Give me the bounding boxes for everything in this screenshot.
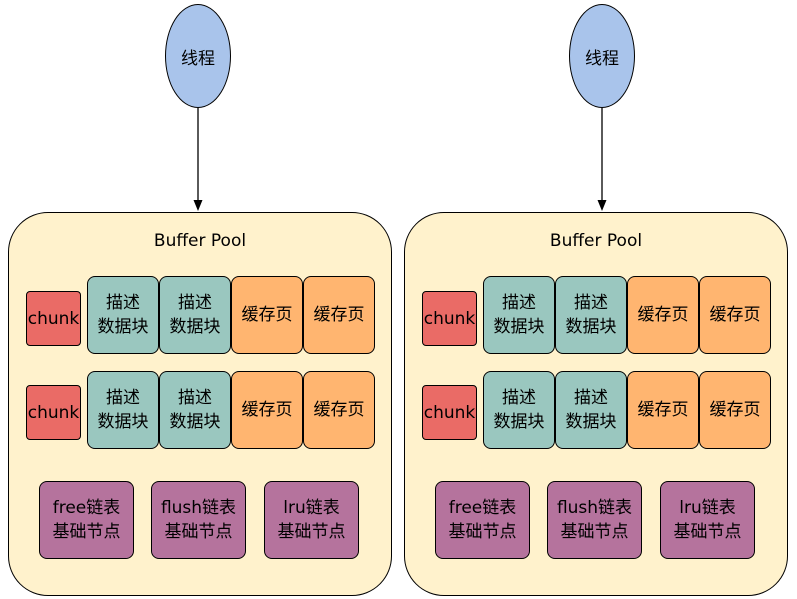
desc-label-1: 描述: [502, 293, 536, 313]
lru-list-label: lru链表: [283, 498, 340, 518]
base-node-label: 基础节点: [560, 522, 629, 542]
right-diagram: 线程 Buffer Pool chunk 描述数据块 描述数据块 缓存页 缓存页…: [404, 0, 794, 599]
chunk-label: chunk: [27, 308, 80, 329]
desc-label-1: 描述: [178, 293, 212, 313]
free-list-base-node: free链表基础节点: [39, 481, 134, 559]
desc-label-2: 数据块: [169, 412, 221, 432]
chunk-block: chunk: [26, 385, 81, 440]
desc-label-1: 描述: [574, 388, 608, 408]
left-diagram: 线程 Buffer Pool chunk 描述数据块 描述数据块 缓存页 缓存页…: [8, 0, 398, 599]
desc-label-1: 描述: [574, 293, 608, 313]
thread-to-pool-arrow: [193, 108, 203, 211]
buffer-pool: Buffer Pool chunk 描述数据块 描述数据块 缓存页 缓存页 ch…: [404, 212, 788, 596]
desc-label-2: 数据块: [97, 317, 149, 337]
cache-page-block: 缓存页: [231, 371, 303, 449]
base-node-label: 基础节点: [164, 522, 233, 542]
lru-list-base-node: lru链表基础节点: [660, 481, 755, 559]
thread-node: 线程: [569, 4, 635, 108]
base-node-label: 基础节点: [52, 522, 121, 542]
flush-list-base-node: flush链表基础节点: [547, 481, 642, 559]
lru-list-label: lru链表: [679, 498, 736, 518]
free-list-base-node: free链表基础节点: [435, 481, 530, 559]
description-block: 描述数据块: [159, 371, 231, 449]
buffer-pool-title: Buffer Pool: [549, 231, 643, 251]
cache-page-block: 缓存页: [231, 276, 303, 354]
cache-page-label: 缓存页: [709, 305, 761, 325]
cache-page-block: 缓存页: [627, 371, 699, 449]
desc-label-2: 数据块: [493, 317, 545, 337]
cache-page-label: 缓存页: [313, 400, 365, 420]
chunk-label: chunk: [27, 402, 80, 423]
flush-list-label: flush链表: [556, 498, 633, 518]
cache-page-block: 缓存页: [699, 371, 771, 449]
chunk-label: chunk: [423, 402, 476, 423]
free-list-label: free链表: [448, 498, 517, 518]
base-node-label: 基础节点: [277, 522, 346, 542]
desc-label-2: 数据块: [493, 412, 545, 432]
desc-label-1: 描述: [178, 388, 212, 408]
description-block: 描述数据块: [555, 276, 627, 354]
cache-page-label: 缓存页: [241, 305, 293, 325]
chunk-block: chunk: [422, 291, 477, 346]
cache-page-label: 缓存页: [241, 400, 293, 420]
cache-page-block: 缓存页: [303, 276, 375, 354]
cache-page-label: 缓存页: [709, 400, 761, 420]
base-node-label: 基础节点: [673, 522, 742, 542]
description-block: 描述数据块: [483, 371, 555, 449]
cache-page-block: 缓存页: [699, 276, 771, 354]
flush-list-label: flush链表: [160, 498, 237, 518]
desc-label-2: 数据块: [97, 412, 149, 432]
thread-label: 线程: [181, 48, 215, 69]
desc-label-2: 数据块: [169, 317, 221, 337]
thread-node: 线程: [165, 4, 231, 108]
cache-page-label: 缓存页: [637, 305, 689, 325]
description-block: 描述数据块: [555, 371, 627, 449]
description-block: 描述数据块: [159, 276, 231, 354]
description-block: 描述数据块: [483, 276, 555, 354]
base-node-label: 基础节点: [448, 522, 517, 542]
cache-page-block: 缓存页: [303, 371, 375, 449]
thread-label: 线程: [585, 48, 619, 69]
desc-label-2: 数据块: [565, 317, 617, 337]
free-list-label: free链表: [52, 498, 121, 518]
cache-page-label: 缓存页: [637, 400, 689, 420]
description-block: 描述数据块: [87, 371, 159, 449]
desc-label-2: 数据块: [565, 412, 617, 432]
buffer-pool: Buffer Pool chunk 描述数据块 描述数据块 缓存页 缓存页 ch…: [8, 212, 392, 596]
thread-to-pool-arrow: [597, 108, 607, 211]
desc-label-1: 描述: [106, 293, 140, 313]
description-block: 描述数据块: [87, 276, 159, 354]
desc-label-1: 描述: [106, 388, 140, 408]
cache-page-block: 缓存页: [627, 276, 699, 354]
chunk-block: chunk: [26, 291, 81, 346]
desc-label-1: 描述: [502, 388, 536, 408]
flush-list-base-node: flush链表基础节点: [151, 481, 246, 559]
cache-page-label: 缓存页: [313, 305, 365, 325]
chunk-label: chunk: [423, 308, 476, 329]
buffer-pool-title: Buffer Pool: [153, 231, 247, 251]
lru-list-base-node: lru链表基础节点: [264, 481, 359, 559]
chunk-block: chunk: [422, 385, 477, 440]
